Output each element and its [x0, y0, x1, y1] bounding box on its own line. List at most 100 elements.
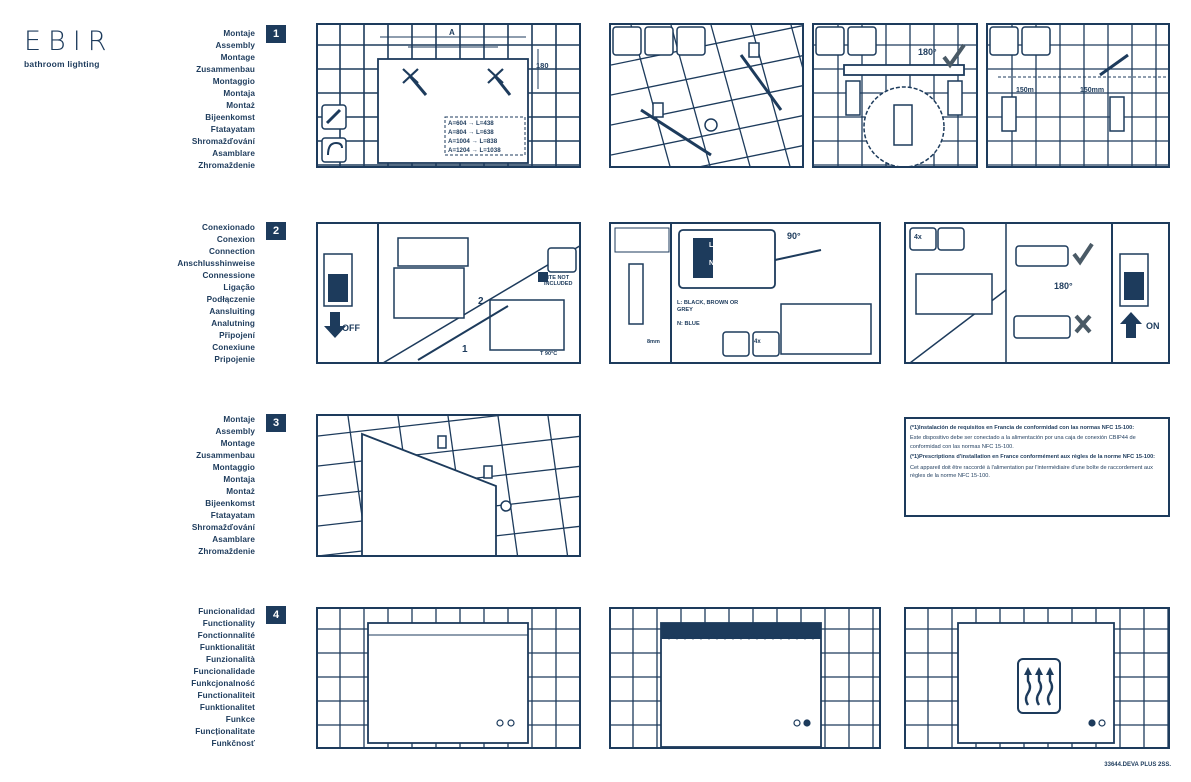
lang-label: Functionality: [202, 619, 255, 628]
lang-label: Zhromaždenie: [198, 161, 255, 170]
lang-label: Assembly: [215, 41, 255, 50]
brand-logo: EBIR bathroom lighting: [24, 28, 113, 69]
wiring-quantity: 4x: [754, 339, 761, 345]
lang-label: Montaje: [223, 415, 255, 424]
step3-labels: Montaje Assembly Montage Zusammenbau Mon…: [135, 414, 255, 558]
offset-left: 150m: [1016, 87, 1034, 94]
lang-label: Connessione: [202, 271, 255, 280]
step4-panel-light-on: [609, 607, 881, 749]
step1-panel-level: 150m 150mm: [986, 23, 1170, 168]
step1-labels: Montaje Assembly Montage Zusammenbau Mon…: [135, 28, 255, 172]
installation-notes: (*1)Instalación de requisitos en Francia…: [904, 417, 1170, 517]
lang-label: Ligação: [223, 283, 255, 292]
lang-label: Asamblare: [212, 535, 255, 544]
lang-label: Funcționalitate: [195, 727, 255, 736]
bend-angle: 90°: [787, 231, 801, 241]
lang-label: Functionaliteit: [197, 691, 255, 700]
lang-label: Funkčnosť: [211, 739, 255, 748]
wire-live: L: BLACK, BROWN OR GREY: [677, 300, 739, 313]
note-es-body: Este dispositivo debe ser conectado a la…: [910, 435, 1136, 450]
step-number-2: 2: [266, 222, 286, 240]
temperature-label: T 90°C: [540, 351, 558, 357]
power-on-illustration: [909, 224, 1149, 362]
lang-label: Montage: [220, 439, 255, 448]
lang-label: Zusammenbau: [196, 65, 255, 74]
step2-panel-power-on: 4x 180° T ON: [904, 222, 1170, 364]
lang-label: Funkce: [225, 715, 255, 724]
terminal-n: N: [709, 260, 715, 267]
off-label: OFF: [342, 323, 360, 333]
lang-label: Conexiune: [212, 343, 255, 352]
hang-mirror-illustration: [318, 416, 579, 555]
lang-label: Montaż: [226, 101, 255, 110]
note-fr-body: Cet appareil doit être raccordé à l'alim…: [910, 464, 1153, 480]
lang-label: Funcionalidad: [198, 607, 255, 616]
on-label: ON: [1146, 321, 1160, 331]
lang-label: Montaggio: [212, 77, 255, 86]
power-off-illustration: [323, 224, 579, 362]
lang-label: Funzionalità: [206, 655, 255, 664]
lang-label: Shromažďování: [191, 137, 255, 146]
mirror-demister-illustration: [906, 609, 1168, 747]
lang-label: Montaggio: [212, 463, 255, 472]
step1-panel-measure: A 180 A=604 → L=438 A=804 → L=638 A=1004…: [316, 23, 581, 168]
lang-label: Ftatayatam: [210, 125, 255, 134]
level-illustration: [988, 25, 1168, 166]
lang-label: Montaż: [226, 487, 255, 496]
lang-label: Ftatayatam: [210, 511, 255, 520]
step-number-3: 3: [266, 414, 286, 432]
lang-label: Bijeenkomst: [205, 113, 255, 122]
document-code: 33644.DEVA PLUS 2SS.: [1104, 762, 1171, 768]
lang-label: Montaja: [223, 475, 255, 484]
not-included-label: LITE NOT INCLUDED: [544, 275, 573, 287]
lang-label: Assembly: [215, 427, 255, 436]
size-row-3: A=1004 → L=838: [448, 138, 498, 145]
lang-label: Montaje: [223, 29, 255, 38]
lang-label: Fonctionnalité: [197, 631, 255, 640]
step2-panel-power-off: T OFF LITE NOT INCLUDED 2 1 T 90°C: [316, 222, 581, 364]
size-row-2: A=804 → L=638: [448, 129, 494, 136]
brand-tagline: bathroom lighting: [24, 59, 100, 69]
lang-label: Connection: [208, 247, 255, 256]
mirror-off-illustration: [318, 609, 579, 747]
size-row-1: A=604 → L=438: [448, 120, 494, 127]
note-fr-title: (*1)Prescriptions d'installation en Fran…: [910, 454, 1156, 461]
wire-neutral: N: BLUE: [677, 321, 700, 327]
step3-panel-hang-mirror: [316, 414, 581, 557]
step2-panel-wiring: L N 90° 8mm L: BLACK, BROWN OR GREY N: B…: [609, 222, 881, 364]
bracket-illustration: [814, 25, 976, 166]
step-number-4: 4: [266, 606, 286, 624]
step-number-1: 1: [266, 25, 286, 43]
lang-label: Anschlusshinweise: [177, 259, 255, 268]
lang-label: Asamblare: [212, 149, 255, 158]
lang-label: Funcionalidade: [193, 667, 255, 676]
brand-name: EBIR: [24, 26, 114, 57]
lang-label: Podłączenie: [206, 295, 255, 304]
lang-label: Montage: [220, 53, 255, 62]
wiring-illustration: [614, 224, 872, 362]
strip-length: 8mm: [647, 339, 660, 345]
breaker-t-label: T: [332, 258, 338, 268]
dimension-height: 180: [536, 61, 549, 70]
lang-label: Připojení: [219, 331, 255, 340]
size-row-4: A=1204 → L=1038: [448, 147, 501, 154]
note-es-title: (*1)Instalación de requisitos en Francia…: [910, 425, 1135, 431]
lang-label: Bijeenkomst: [205, 499, 255, 508]
lang-label: Conexion: [216, 235, 255, 244]
lang-label: Analutning: [211, 319, 255, 328]
lang-label: Funktionalitet: [199, 703, 255, 712]
step4-panel-light-off: [316, 607, 581, 749]
lang-label: Shromažďování: [191, 523, 255, 532]
drilling-illustration: [611, 25, 802, 166]
turn-angle: 180°: [1054, 281, 1073, 291]
step-num-2: 2: [478, 296, 484, 307]
offset-right: 150mm: [1080, 87, 1105, 94]
lang-label: Montaja: [223, 89, 255, 98]
breaker-t-label-on: T: [1128, 258, 1134, 268]
mirror-on-illustration: [611, 609, 879, 747]
rotation-angle: 180°: [918, 47, 937, 57]
step1-panel-drilling: [609, 23, 804, 168]
lang-label: Funktionalität: [199, 643, 255, 652]
lang-label: Funkcjonalność: [191, 679, 255, 688]
lang-label: Aansluiting: [209, 307, 255, 316]
